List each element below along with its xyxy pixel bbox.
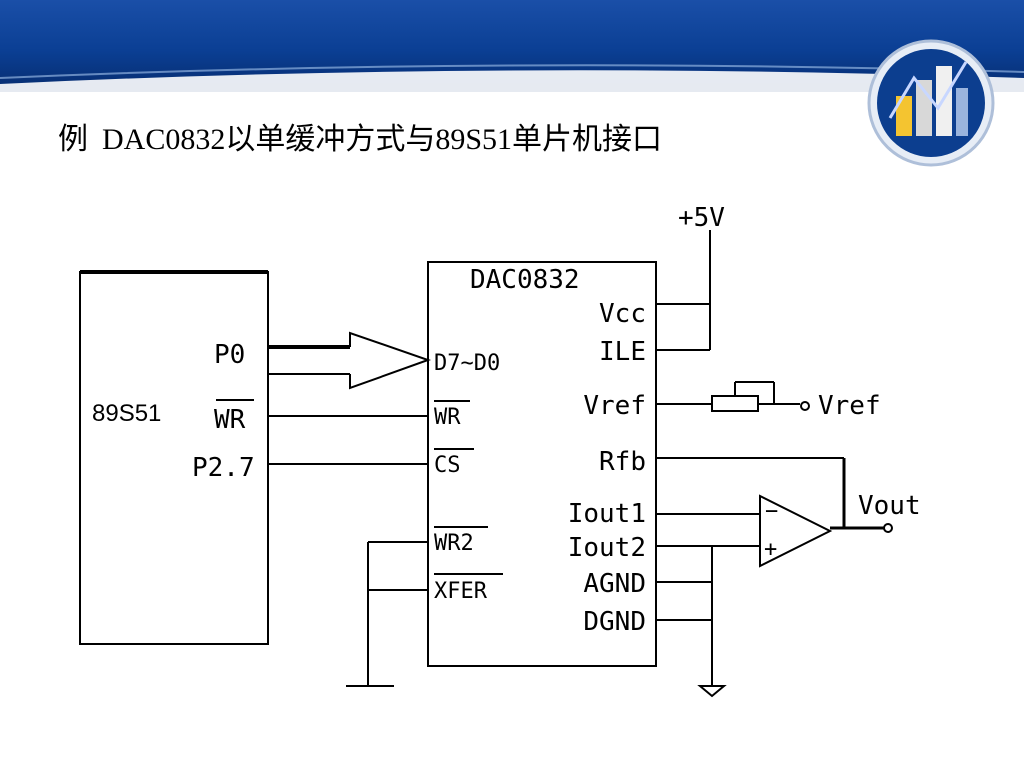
potentiometer <box>711 395 759 412</box>
title-text: DAC0832以单缓冲方式与89S51单片机接口 <box>102 123 663 156</box>
dac-pin-d: D7~D0 <box>434 351 500 376</box>
dac-pin-agnd: AGND <box>583 569 646 599</box>
vout-label: Vout <box>858 491 921 521</box>
chart-logo-icon <box>867 39 995 167</box>
header-band <box>0 0 1024 92</box>
dac-name: DAC0832 <box>470 265 580 295</box>
dac-pin-vref: Vref <box>583 391 646 421</box>
dac-pin-cs: CS <box>434 453 461 478</box>
title-prefix: 例 <box>58 123 88 156</box>
dac-pin-xfer: XFER <box>434 579 488 604</box>
dac-pin-rfb: Rfb <box>599 447 646 477</box>
data-bus-arrow <box>349 331 432 390</box>
mcu-name: 89S51 <box>92 400 161 427</box>
op-amp <box>759 494 833 568</box>
mcu-pin-p27: P2.7 <box>192 453 255 483</box>
circuit-panel <box>74 188 958 710</box>
supply-label: +5V <box>678 203 725 233</box>
dac-pin-wr: WR <box>434 405 461 430</box>
slide-title: 例 DAC0832以单缓冲方式与89S51单片机接口 <box>58 120 662 160</box>
dac-pin-iout2: Iout2 <box>568 533 646 563</box>
mcu-pin-p0: P0 <box>214 340 245 370</box>
opamp-plus: + <box>764 537 777 562</box>
opamp-minus: − <box>765 499 778 524</box>
ground-right <box>697 685 727 698</box>
dac-pin-wr2: WR2 <box>434 531 474 556</box>
dac-pin-vcc: Vcc <box>599 299 646 329</box>
dac-pin-iout1: Iout1 <box>568 499 646 529</box>
dac-pin-dgnd: DGND <box>583 607 646 637</box>
dac-pin-ile: ILE <box>599 337 646 367</box>
mcu-pin-wr: WR <box>214 405 246 435</box>
vref-ext-label: Vref <box>818 391 881 421</box>
